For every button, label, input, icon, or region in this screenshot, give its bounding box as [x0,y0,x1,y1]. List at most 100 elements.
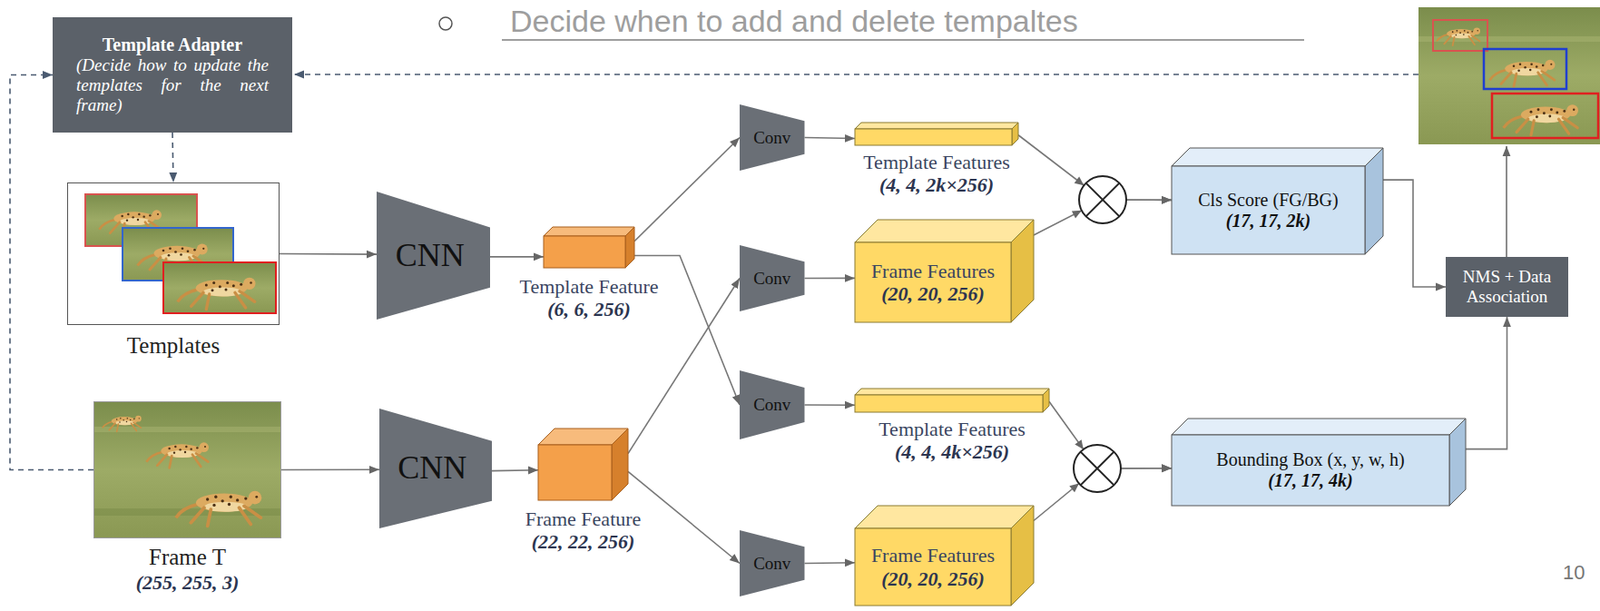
cube-side [1042,388,1050,413]
arrow-connector [804,561,855,564]
node-title: Template Adapter [76,34,269,56]
text-group: Frame Features(20, 20, 256) [854,528,1012,606]
trapezoid [739,370,805,440]
node-note: (22, 22, 256) [525,530,642,553]
arrow-connector [804,137,855,139]
feedback-line [294,73,1419,76]
text-group: Conv [739,245,805,312]
output-line [1505,146,1508,257]
templates-panel: Templates [67,182,280,325]
output-frame-image [1418,7,1600,145]
cnn-block: CNN [379,408,492,529]
node-title: Cls Score (FG/BG) [1197,189,1338,211]
node-title: Conv [753,553,791,574]
node-title: Template Feature [519,274,658,298]
page-number: 10 [1562,560,1585,584]
text-group: Bounding Box (x, y, w, h)(17, 17, 4k) [1171,434,1450,506]
template-kernel: Template Features(4, 4, 2k×256) [854,122,1019,146]
frame-feature-map: Frame Features(20, 20, 256) [854,505,1034,606]
node-note: (255, 255, 3) [136,570,240,594]
arrow-connector [804,403,855,406]
cube-front [1171,166,1365,255]
node-title: Conv [753,127,791,148]
text-group: Conv [739,104,805,171]
arrow-connector [1465,316,1508,450]
conv-block: Conv [739,530,805,597]
cube-front [1171,434,1450,506]
text-group: Frame T(255, 255, 3) [136,544,240,594]
operator-arrowhead [1069,483,1080,493]
text-group: CNN [376,191,484,320]
cube-top [543,226,635,236]
text-group: Template Features(4, 4, 4k×256) [878,417,1026,464]
cube-front [854,528,1012,606]
text-group: Frame Features(20, 20, 256) [854,242,1012,323]
cube-top [854,219,1034,243]
node-note: (17, 17, 4k) [1267,470,1353,491]
arrow-connector [491,469,539,472]
frame-feature-map: Frame Features(20, 20, 256) [854,219,1034,323]
tensor-shape [543,226,635,268]
tensor-shape [854,122,1019,146]
node-title: Frame Features [871,259,995,283]
trapezoid [379,408,492,529]
cube-front [538,444,612,501]
cube-top [854,388,1050,395]
text-group: Cls Score (FG/BG)(17, 17, 2k) [1171,166,1365,255]
cube-side [1011,122,1019,146]
cube-side [625,226,635,268]
heading-underline [501,39,1305,41]
arrow-connector [490,255,544,258]
cube-top [1171,418,1466,435]
conv-block: Conv [739,104,805,171]
input-frame-image [93,401,282,539]
node-title: Conv [753,268,791,289]
adapter-box: Template Adapter(Decide how to update th… [52,17,293,133]
node-note: (20, 20, 256) [881,567,985,590]
operator-arrowhead [1071,210,1082,219]
cube-side [1011,219,1034,323]
feature-map: Frame Feature(22, 22, 256) [538,428,629,501]
correlation-symbol [1079,176,1127,224]
tensor-shape [854,388,1050,413]
operator-arrowhead [1074,439,1083,450]
cube-side [1364,147,1384,255]
node-title: CNN [395,236,465,275]
score-map: Cls Score (FG/BG)(17, 17, 2k) [1171,147,1384,255]
text-group: Templates [127,333,220,360]
section-heading: Decide when to add and delete tempaltes [510,3,1079,40]
node-note: (4, 4, 4k×256) [878,440,1026,463]
box-map: Bounding Box (x, y, w, h)(17, 17, 4k) [1171,418,1466,506]
operator-arrowhead [1074,176,1085,187]
arrow-connector [628,471,740,563]
arrow-connector [1383,179,1446,287]
template-kernel: Template Features(4, 4, 4k×256) [854,388,1050,413]
template-images [85,194,276,314]
cube-front [854,242,1012,323]
text-group: Template Features(4, 4, 2k×256) [863,150,1011,197]
arrow-connector [804,277,855,280]
cube-front [854,394,1043,413]
node-note: (6, 6, 256) [519,297,658,321]
arrow-connector [279,253,377,256]
correlation-symbol [1073,444,1121,492]
cube-top [854,122,1019,129]
text-group: CNN [379,408,486,529]
cube-front [543,235,626,268]
input-frame: Frame T(255, 255, 3) [93,401,282,539]
trapezoid [739,530,805,597]
node-title: Template Features [878,417,1026,441]
arrow-connector [9,75,94,471]
feature-map: Template Feature(6, 6, 256) [543,226,635,268]
node-title: Frame T [136,544,240,571]
node-note: (Decide how to update the templates for … [76,55,269,116]
cube-side [1011,505,1034,606]
arrow-connector [281,469,380,472]
cube-top [1171,147,1384,167]
cube-front [854,128,1012,146]
node-title: Template Features [863,150,1011,174]
conv-block: Conv [739,245,805,312]
node-title: Bounding Box (x, y, w, h) [1216,449,1404,471]
text-group: Conv [739,530,805,597]
cube-top [854,505,1034,529]
